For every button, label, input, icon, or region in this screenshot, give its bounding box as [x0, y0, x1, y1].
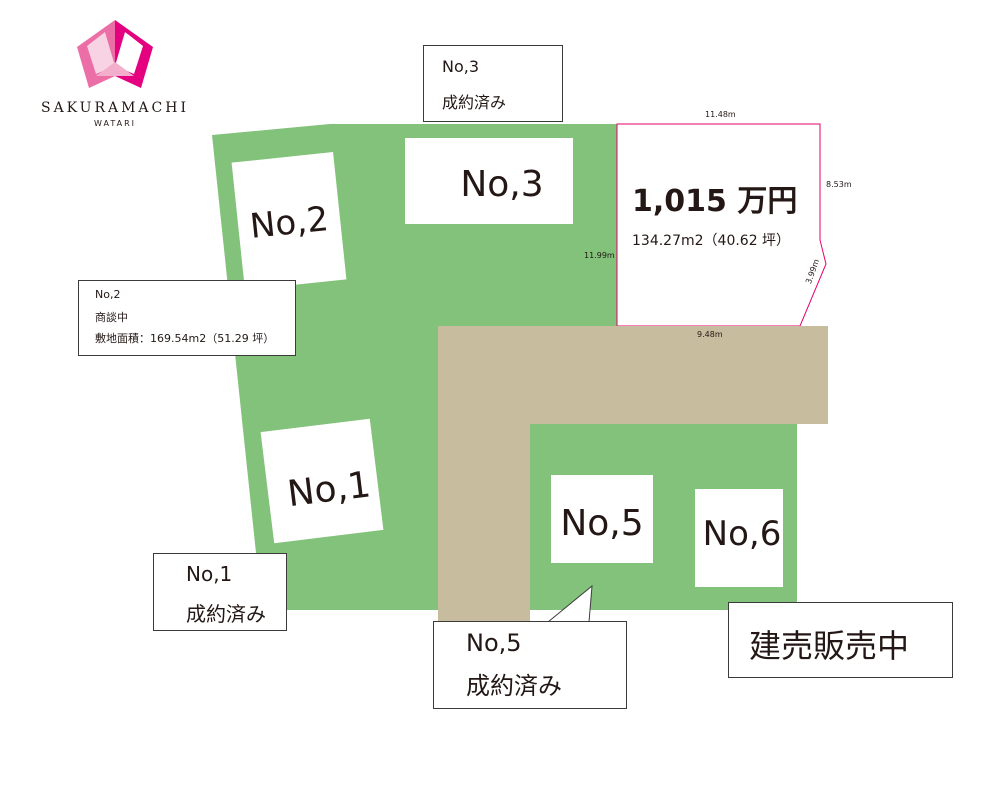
lot-no1[interactable]: No,1	[260, 418, 384, 544]
callout-no2-area: 敷地面積：169.54m2（51.29 坪）	[95, 332, 275, 345]
brand-sub: WATARI	[94, 119, 136, 128]
road	[438, 326, 828, 622]
callout-no5-status: 成約済み	[466, 672, 562, 700]
dimension-bottom: 9.48m	[697, 330, 723, 339]
callout-no3-lot: No,3	[442, 57, 480, 76]
dimension-left: 11.99m	[584, 251, 615, 260]
lot-no3[interactable]: No,3	[405, 138, 573, 224]
lot-no5[interactable]: No,5	[551, 475, 653, 563]
callout-no3: No,3 成約済み	[423, 45, 563, 122]
lot-no6-label: No,6	[703, 514, 782, 554]
lot-no5-label: No,5	[560, 503, 643, 544]
featured-lot-price: 1,015 万円	[632, 184, 798, 219]
brand-name: SAKURAMACHI	[40, 100, 189, 116]
callout-no1: No,1 成約済み	[153, 553, 287, 631]
callout-for-sale: 建売販売中	[728, 602, 953, 678]
brand-logo: SAKURAMACHI WATARI	[30, 18, 200, 138]
dimension-top: 11.48m	[705, 110, 736, 119]
for-sale-text: 建売販売中	[749, 627, 910, 665]
callout-no5: No,5 成約済み	[433, 621, 627, 709]
lot-no1-label: No,1	[285, 464, 373, 515]
lot-no2[interactable]: No,2	[231, 152, 347, 290]
callout-no2: No,2 商談中 敷地面積：169.54m2（51.29 坪）	[78, 280, 296, 356]
callout-no1-status: 成約済み	[186, 602, 266, 626]
lot-no3-label: No,3	[460, 164, 543, 205]
pentagon-logo-icon	[77, 20, 153, 88]
featured-lot-area: 134.27m2（40.62 坪）	[632, 233, 791, 249]
callout-no3-status: 成約済み	[442, 93, 507, 112]
callout-no2-status: 商談中	[95, 311, 128, 324]
lot-no6[interactable]: No,6	[695, 489, 783, 587]
featured-lot-outline[interactable]	[616, 123, 827, 327]
callout-no2-lot: No,2	[95, 288, 121, 301]
lot-no2-label: No,2	[248, 199, 330, 247]
dimension-right-upper: 8.53m	[826, 180, 852, 189]
callout-no1-lot: No,1	[186, 562, 233, 586]
callout-no5-lot: No,5	[466, 629, 522, 657]
